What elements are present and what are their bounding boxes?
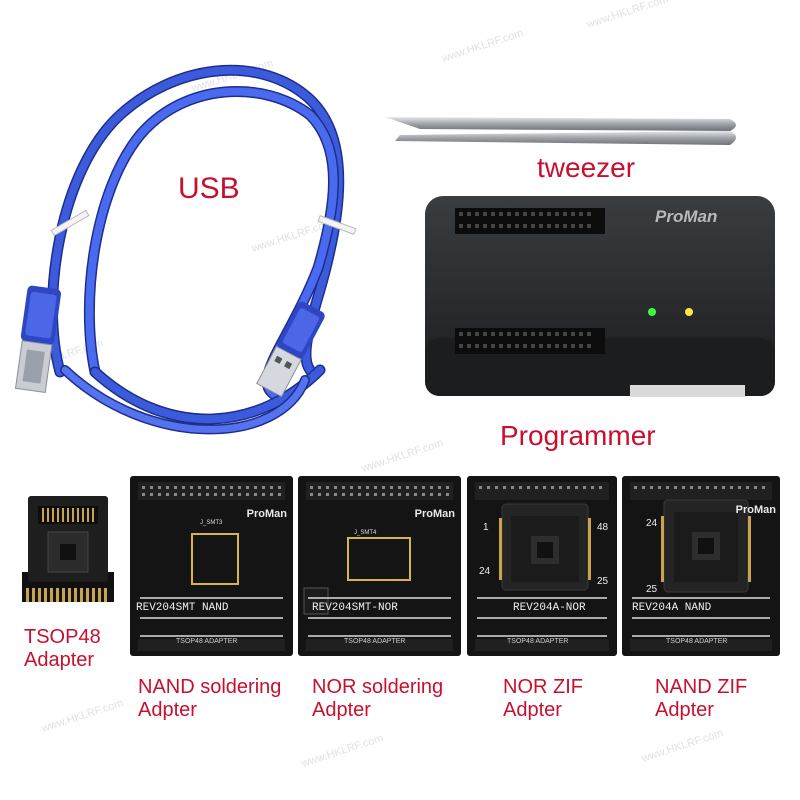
device-brand-text: ProMan	[655, 207, 717, 226]
usb-cable-image	[14, 64, 357, 435]
watermark-text: www.HKLRF.com	[440, 27, 525, 65]
nor-soldering-label-line1: NOR soldering	[312, 676, 444, 698]
nand-soldering-label-line1: NAND soldering	[138, 676, 282, 698]
board-brand-text: ProMan	[414, 508, 455, 520]
board-model-text: REV204SMT NAND	[136, 602, 229, 614]
adapter-board-nor-zif: 1 24 48 25 REV204A-NOR TSOP48 ADAPTER	[467, 476, 617, 656]
programmer-label: Programmer	[500, 420, 656, 451]
board-footer-text: TSOP48 ADAPTER	[666, 638, 728, 645]
nor-soldering-label: NOR soldering Adpter	[312, 676, 443, 722]
board-model-text: REV204A NAND	[632, 602, 712, 614]
tsop48-label-line2: Adapter	[24, 649, 95, 671]
pin-label: 24	[646, 518, 658, 529]
nor-zif-label-line2: Adpter	[503, 699, 562, 721]
board-chip-label: J_SMT3	[200, 520, 223, 526]
watermark-text: www.HKLRF.com	[585, 0, 670, 31]
board-footer-text: TSOP48 ADAPTER	[176, 638, 238, 645]
tsop48-label-line1: TSOP48	[24, 626, 101, 648]
pin-label: 25	[597, 576, 609, 587]
nand-zif-label-line2: Adpter	[655, 699, 714, 721]
nor-zif-label: NOR ZIF Adpter	[503, 676, 583, 722]
board-model-text: REV204A-NOR	[513, 602, 586, 614]
nand-soldering-label-line2: Adpter	[138, 699, 197, 721]
adapter-board-nand-smt: ProMan J_SMT3 REV204SMT NAND TSOP48 ADAP…	[130, 476, 293, 656]
board-chip-label: J_SMT4	[354, 530, 377, 536]
board-brand-text: ProMan	[735, 504, 776, 516]
board-footer-text: TSOP48 ADAPTER	[344, 638, 406, 645]
watermark-text: www.HKLRF.com	[40, 697, 125, 735]
tsop48-socket-image	[22, 496, 114, 602]
nand-soldering-label: NAND soldering Adpter	[138, 676, 281, 722]
pin-label: 25	[646, 584, 658, 595]
adapter-board-nor-smt: ProMan J_SMT4 REV204SMT-NOR TSOP48 ADAPT…	[298, 476, 461, 656]
tsop48-adapter-label: TSOP48 Adapter	[24, 626, 101, 672]
nand-zif-label: NAND ZIF Adpter	[655, 676, 747, 722]
adapter-board-nand-zif: ProMan 24 25 REV204A NAND TSOP48 ADAPTER	[622, 476, 780, 656]
programmer-device-image: ProMan	[425, 196, 775, 397]
watermark-text: www.HKLRF.com	[300, 732, 385, 770]
nand-zif-label-line1: NAND ZIF	[655, 676, 748, 698]
nor-soldering-label-line2: Adpter	[312, 699, 371, 721]
watermark-text: www.HKLRF.com	[640, 727, 725, 765]
tweezer-label: tweezer	[537, 152, 636, 183]
pin-label: 24	[479, 566, 491, 577]
usb-label: USB	[178, 172, 240, 205]
pin-label: 48	[597, 522, 609, 533]
board-footer-text: TSOP48 ADAPTER	[507, 638, 569, 645]
board-model-text: REV204SMT-NOR	[312, 602, 398, 614]
tweezer-image	[385, 117, 736, 145]
nor-zif-label-line1: NOR ZIF	[503, 676, 583, 698]
board-brand-text: ProMan	[246, 508, 287, 520]
pin-label: 1	[483, 522, 489, 533]
